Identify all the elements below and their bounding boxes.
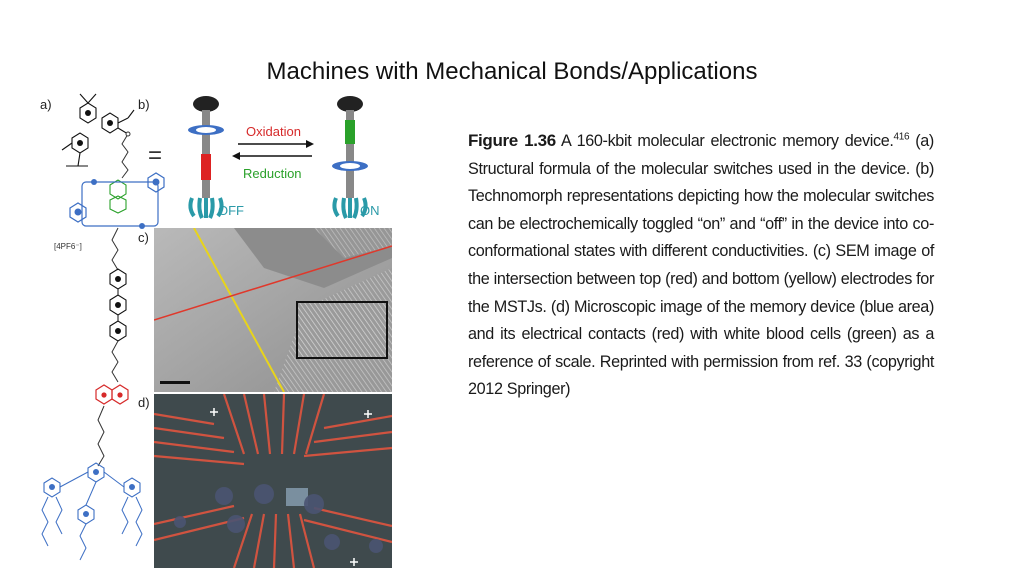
counterion-label: [4PF6⁻] [54, 242, 82, 251]
switch-diagram [188, 96, 368, 219]
slide-title: Machines with Mechanical Bonds/Applicati… [266, 58, 758, 85]
microscope-image [154, 394, 392, 568]
rotaxane-on-icon [332, 96, 368, 219]
figure-number: Figure 1.36 [468, 131, 556, 150]
equals-sign: = [148, 142, 163, 169]
caption-body: (a) Structural formula of the molecular … [468, 132, 934, 399]
caption-headline: A 160-kbit molecular electronic memory d… [560, 132, 894, 150]
sem-image [154, 228, 392, 392]
figure-caption: Figure 1.36 A 160-kbit molecular electro… [468, 127, 934, 404]
rotaxane-off-icon [188, 96, 224, 219]
molecular-structure-diagram [41, 93, 165, 561]
panel-label-b: b) [138, 97, 150, 112]
panel-label-d: d) [138, 395, 150, 410]
scale-bar [160, 381, 190, 384]
panel-label-a: a) [40, 97, 52, 112]
reduction-label: Reduction [243, 166, 302, 181]
oxidation-label: Oxidation [246, 124, 301, 139]
panel-label-c: c) [138, 230, 149, 245]
off-state-label: OFF [218, 203, 244, 218]
reference-superscript: 416 [893, 131, 910, 143]
on-state-label: ON [360, 203, 380, 218]
